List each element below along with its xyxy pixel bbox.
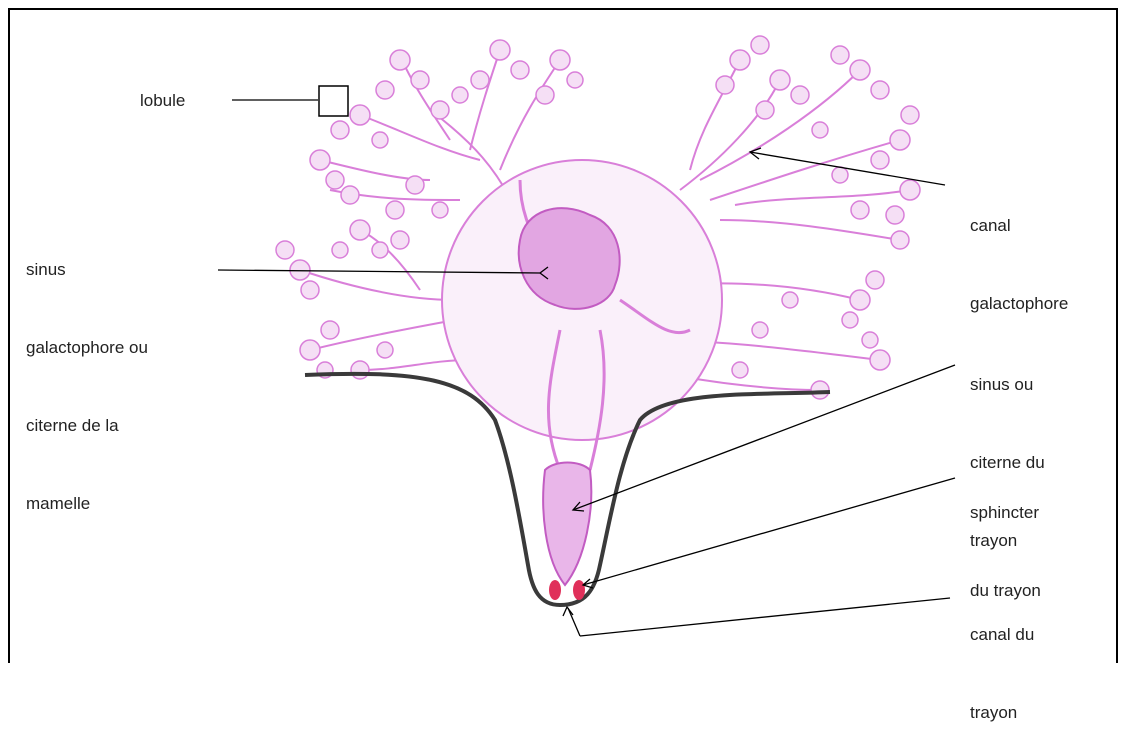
label-sinus-galactophore: sinus galactophore ou citerne de la mame… (26, 205, 148, 543)
pointer-canal-trayon (580, 598, 950, 636)
teat-cistern (543, 463, 591, 586)
label-sinus-galactophore-line4: mamelle (26, 491, 148, 517)
lobule-box (319, 86, 348, 116)
label-canal-galactophore-line1: canal (970, 213, 1068, 239)
pointer-canal-galactophore (750, 152, 945, 185)
label-sinus-trayon-line1: sinus ou (970, 372, 1045, 398)
left-middle-lobule-clusters (276, 220, 409, 379)
label-sinus-galactophore-line2: galactophore ou (26, 335, 148, 361)
teat-sphincter-left (549, 580, 561, 600)
label-sphincter-line1: sphincter (970, 500, 1041, 526)
label-canal-trayon-line1: canal du (970, 622, 1034, 648)
label-canal-galactophore: canal galactophore (970, 161, 1068, 343)
label-canal-trayon: canal du trayon (970, 570, 1034, 752)
teat-sphincter-right (573, 580, 585, 600)
label-lobule: lobule (140, 88, 185, 114)
label-sinus-galactophore-line1: sinus (26, 257, 148, 283)
label-sinus-galactophore-line3: citerne de la (26, 413, 148, 439)
pointer-sphincter (583, 478, 955, 585)
label-canal-galactophore-line2: galactophore (970, 291, 1068, 317)
label-canal-trayon-line2: trayon (970, 700, 1034, 726)
pointer-canal-trayon-tail (568, 608, 580, 636)
